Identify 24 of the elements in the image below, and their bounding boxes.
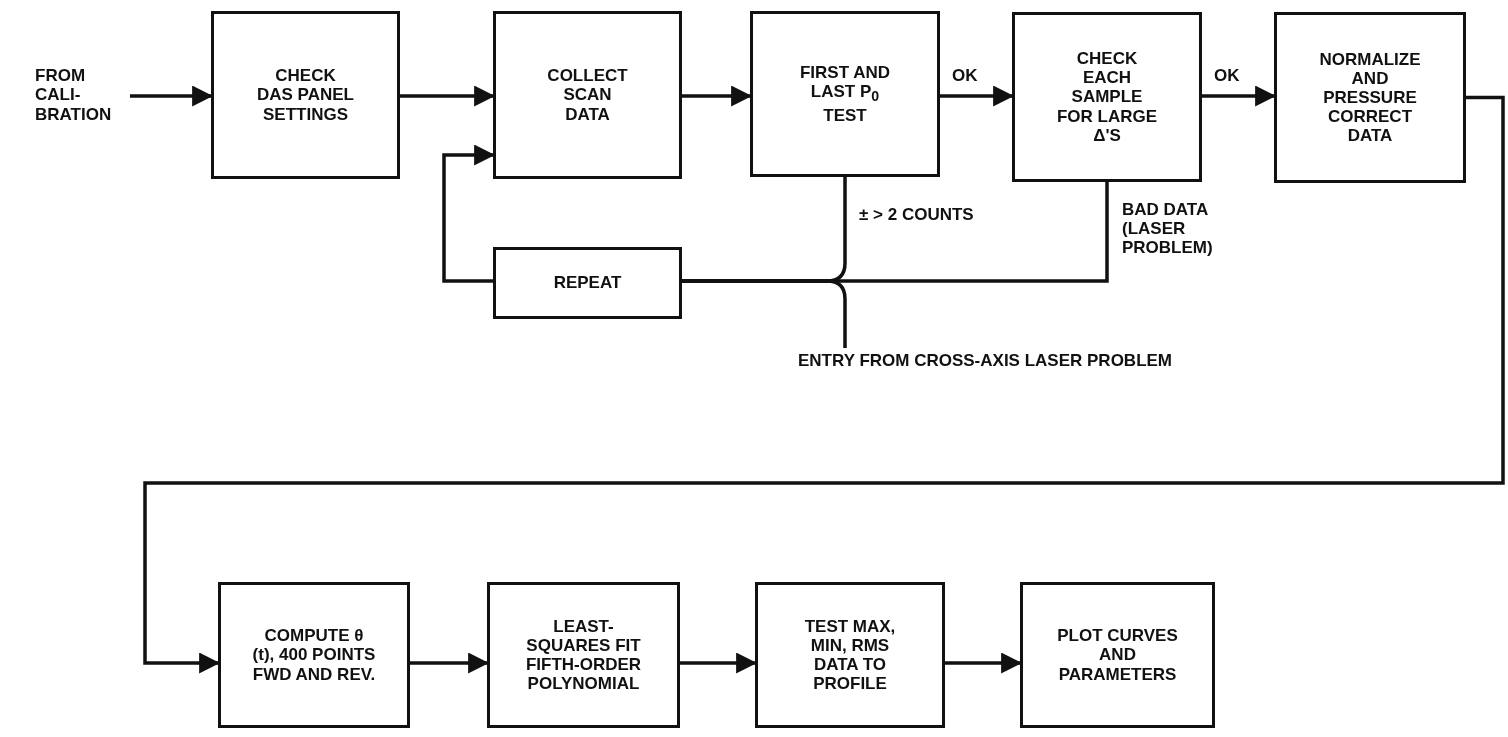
process-box (493, 247, 682, 319)
flow-text: FROM CALI- BRATION (35, 66, 113, 124)
box-label: FIRST AND LAST P$_{0}$ TEST (799, 63, 891, 125)
box-label: CHECK DAS PANEL SETTINGS (256, 66, 355, 124)
process-box (211, 11, 400, 179)
process-box (750, 11, 940, 177)
arrow (143, 95, 1505, 674)
box-label: NORMALIZE AND PRESSURE CORRECT DATA (1318, 49, 1422, 146)
process-box (1012, 12, 1202, 182)
connector-line (682, 279, 847, 348)
flow-text: ENTRY FROM CROSS-AXIS LASER PROBLEM (798, 351, 1172, 371)
process-box (493, 11, 682, 179)
box-label: TEST MAX, MIN, RMS DATA TO PROFILE (803, 616, 897, 694)
box-label: CHECK EACH SAMPLE FOR LARGE Δ'S (1055, 49, 1159, 145)
box-label: LEAST- SQUARES FIT FIFTH-ORDER POLYNOMIAL (524, 616, 643, 694)
box-label: COMPUTE θ (t), 400 POINTS FWD AND REV. (251, 626, 377, 684)
process-box (1274, 12, 1466, 183)
process-box (218, 582, 410, 728)
box-label: PLOT CURVES AND PARAMETERS (1056, 626, 1179, 684)
process-box (1020, 582, 1215, 728)
box-label: REPEAT (553, 273, 622, 293)
process-box (487, 582, 680, 728)
process-box (755, 582, 945, 728)
box-label: COLLECT SCAN DATA (546, 66, 629, 124)
